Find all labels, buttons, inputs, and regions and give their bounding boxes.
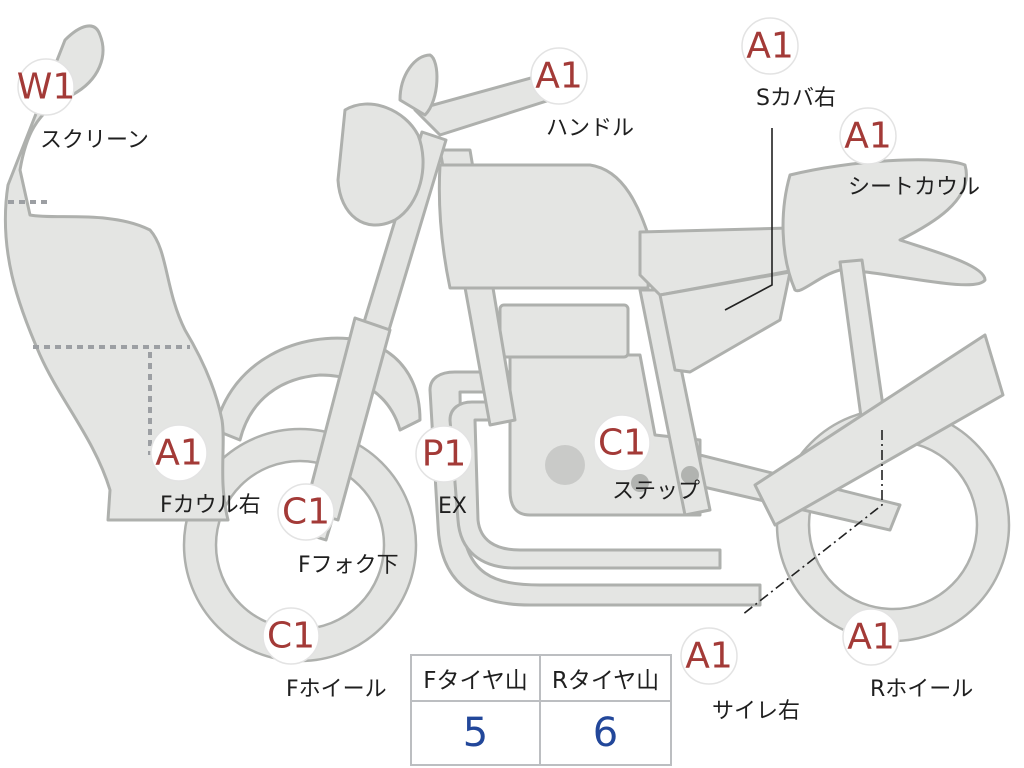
damage-code-badge [741, 17, 799, 75]
front-tire-tread-header: Fタイヤ山 [412, 656, 541, 702]
damage-code-badge [150, 424, 208, 482]
fork-lower [303, 316, 392, 522]
part-marker: A1 サイレ右 [680, 627, 800, 724]
footrest-peg [631, 474, 649, 492]
fuel-tank [437, 163, 652, 290]
rear-tire-tread-value: 6 [592, 710, 619, 756]
tire-tread-table: Fタイヤ山 Rタイヤ山 5 6 [410, 654, 672, 766]
damage-code: W1 [17, 67, 76, 108]
part-label: Fフォク下 [298, 553, 399, 578]
damage-code-badge [593, 414, 651, 472]
part-label: スクリーン [40, 128, 149, 153]
part-label: ハンドル [546, 116, 634, 141]
part-label: Sカバ右 [756, 86, 836, 111]
exhaust-pipe [428, 370, 762, 607]
damage-code-badge [277, 483, 335, 541]
side-cover [658, 270, 792, 374]
damage-code: P1 [422, 434, 467, 475]
part-label: Fカウル右 [160, 493, 261, 518]
damage-code-badge [530, 47, 588, 105]
seat-cowl [781, 158, 987, 293]
damage-code-badge [262, 607, 320, 665]
part-marker: W1 スクリーン [17, 58, 149, 153]
front-fender [213, 336, 422, 442]
damage-code: A1 [847, 617, 895, 658]
part-marker: A1 シートカウル [839, 107, 980, 200]
damage-code-badge [839, 107, 897, 165]
headlight [336, 102, 425, 227]
damage-code: C1 [267, 616, 315, 657]
rear-tire-tread-header: Rタイヤ山 [541, 656, 670, 702]
damage-code: A1 [535, 56, 583, 97]
damage-code-badge [17, 58, 75, 116]
damage-code-badge [680, 627, 738, 685]
leader-line-side-cover [724, 128, 773, 311]
damage-code-badge [842, 608, 900, 666]
leader-lines [724, 128, 883, 616]
damage-code-badge [415, 425, 473, 483]
exhaust-pipe-inner [448, 400, 722, 570]
damage-code: A1 [155, 433, 203, 474]
part-marker: C1 ステップ [593, 414, 700, 504]
muffler [753, 333, 1005, 527]
part-label: ステップ [612, 479, 700, 504]
part-marker: A1 ハンドル [530, 47, 634, 141]
damage-code: C1 [598, 423, 646, 464]
footrest-peg [681, 466, 699, 484]
front-tire-tread-value: 5 [412, 702, 541, 764]
part-label: サイレ右 [712, 699, 800, 724]
part-label: Fホイール [286, 677, 387, 702]
damage-code: A1 [746, 26, 794, 67]
leader-line-silencer [741, 430, 883, 616]
part-label: シートカウル [848, 175, 980, 200]
engine-top [498, 303, 630, 359]
damage-code: A1 [685, 636, 733, 677]
engine-cover [545, 445, 585, 485]
part-label: EX [438, 494, 467, 519]
rear-shock [838, 258, 887, 426]
damage-code: A1 [844, 116, 892, 157]
part-label: Rホイール [870, 677, 973, 702]
mirror [398, 53, 439, 117]
damage-code: C1 [282, 492, 330, 533]
